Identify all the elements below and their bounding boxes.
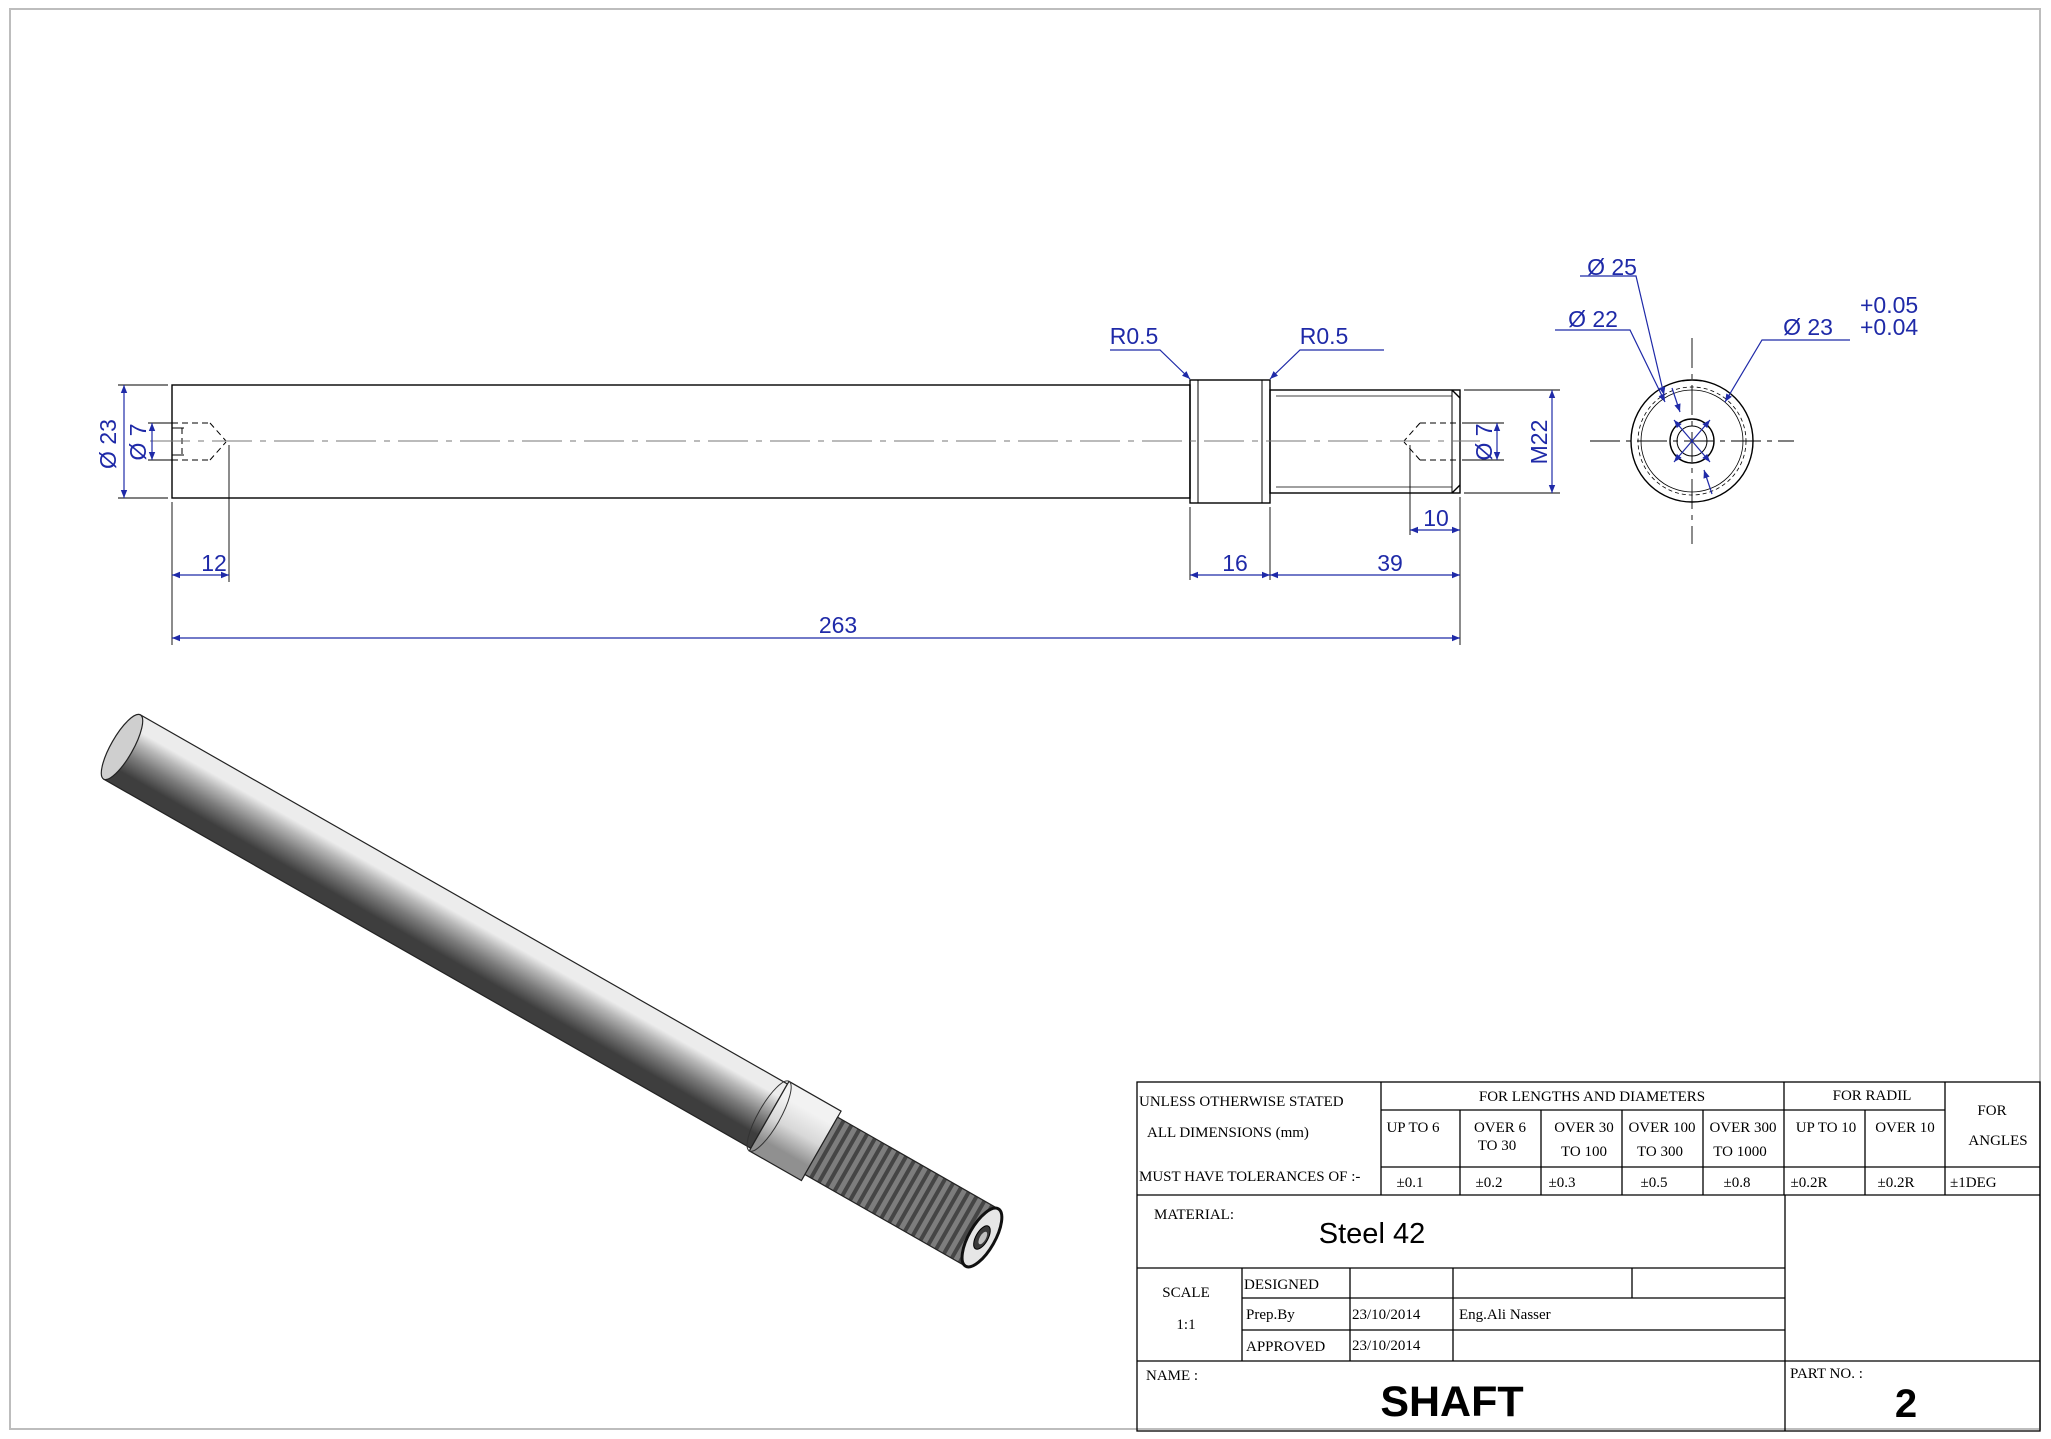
scale-value: 1:1 bbox=[1176, 1317, 1195, 1333]
radii-label-2: OVER 10 bbox=[1875, 1120, 1935, 1136]
dimension-lines bbox=[120, 349, 1556, 642]
part-label: PART NO. : bbox=[1790, 1366, 1863, 1382]
range-label-4b: TO 300 bbox=[1637, 1144, 1683, 1160]
title-block: UNLESS OTHERWISE STATED ALL DIMENSIONS (… bbox=[1136, 1081, 2041, 1432]
angles-header-2: ANGLES bbox=[1968, 1133, 2027, 1149]
part-value: 2 bbox=[1895, 1382, 1917, 1426]
sheet-border bbox=[9, 8, 2041, 1430]
approved-label: APPROVED bbox=[1246, 1339, 1325, 1355]
tolerance-note-1: UNLESS OTHERWISE STATED bbox=[1139, 1094, 1344, 1110]
dim-len-12: 12 bbox=[201, 550, 227, 576]
isometric-view bbox=[100, 713, 1004, 1269]
tolerance-note-3: MUST HAVE TOLERANCES OF :- bbox=[1139, 1169, 1360, 1185]
angles-header-1: FOR bbox=[1977, 1103, 2006, 1119]
tol-value-2: ±0.2 bbox=[1476, 1175, 1503, 1191]
dim-m22: M22 bbox=[1526, 420, 1552, 465]
shaft-collar bbox=[1189, 379, 1271, 504]
prep-date: 23/10/2014 bbox=[1352, 1307, 1421, 1323]
dim-len-39: 39 bbox=[1377, 550, 1403, 576]
prep-label: Prep.By bbox=[1246, 1307, 1295, 1323]
range-label-4a: OVER 100 bbox=[1628, 1120, 1695, 1136]
side-view bbox=[150, 379, 1480, 504]
lengths-header: FOR LENGTHS AND DIAMETERS bbox=[1479, 1089, 1705, 1105]
dim-len-10: 10 bbox=[1423, 505, 1449, 531]
approved-date: 23/10/2014 bbox=[1352, 1338, 1421, 1354]
range-label-3a: OVER 30 bbox=[1554, 1120, 1614, 1136]
name-label: NAME : bbox=[1146, 1368, 1198, 1384]
dim-dia-7-right: Ø 7 bbox=[1471, 423, 1497, 460]
range-label-2b: TO 30 bbox=[1478, 1138, 1516, 1154]
end-dim-dia-23: Ø 23 bbox=[1783, 314, 1833, 340]
tol-value-1: ±0.1 bbox=[1397, 1175, 1424, 1191]
dim-dia-23: Ø 23 bbox=[95, 419, 121, 469]
scale-label: SCALE bbox=[1162, 1285, 1210, 1301]
end-dim-dia-25: Ø 25 bbox=[1587, 254, 1637, 280]
iso-shaft-end bbox=[100, 713, 144, 781]
radii-tol-1: ±0.2R bbox=[1791, 1175, 1828, 1191]
radii-header: FOR RADIL bbox=[1833, 1088, 1912, 1104]
radii-tol-2: ±0.2R bbox=[1878, 1175, 1915, 1191]
tol-lower: +0.04 bbox=[1860, 314, 1918, 340]
name-value: SHAFT bbox=[1380, 1378, 1523, 1426]
material-value: Steel 42 bbox=[1319, 1218, 1425, 1250]
range-label-5a: OVER 300 bbox=[1709, 1120, 1776, 1136]
dim-r05-right: R0.5 bbox=[1300, 323, 1349, 349]
tol-value-4: ±0.5 bbox=[1641, 1175, 1668, 1191]
range-label-5b: TO 1000 bbox=[1713, 1144, 1766, 1160]
end-dim-dia-22: Ø 22 bbox=[1568, 306, 1618, 332]
extension-lines bbox=[118, 384, 1560, 645]
tol-upper: +0.05 bbox=[1860, 292, 1918, 318]
range-label-2a: OVER 6 bbox=[1474, 1120, 1527, 1136]
material-label: MATERIAL: bbox=[1154, 1207, 1234, 1223]
designed-label: DESIGNED bbox=[1244, 1277, 1319, 1293]
dim-dia-7-left: Ø 7 bbox=[125, 423, 151, 460]
shaft-body bbox=[171, 384, 1191, 499]
dim-r05-left: R0.5 bbox=[1110, 323, 1159, 349]
range-label-3b: TO 100 bbox=[1561, 1144, 1607, 1160]
iso-shaft-body bbox=[102, 714, 789, 1150]
tol-value-5: ±0.8 bbox=[1724, 1175, 1751, 1191]
range-label-1: UP TO 6 bbox=[1386, 1120, 1440, 1136]
radii-label-1: UP TO 10 bbox=[1796, 1120, 1857, 1136]
prep-name: Eng.Ali Nasser bbox=[1459, 1307, 1551, 1323]
dim-len-16: 16 bbox=[1222, 550, 1248, 576]
end-view: Ø 25 Ø 22 Ø 23 +0.05 +0.04 bbox=[1555, 254, 1918, 544]
tolerance-note-2: ALL DIMENSIONS (mm) bbox=[1147, 1125, 1309, 1141]
thread-section bbox=[1269, 389, 1461, 494]
dimension-texts: Ø 23 Ø 7 12 263 16 39 10 R0.5 R0.5 Ø 7 M… bbox=[95, 323, 1552, 638]
angle-tol: ±1DEG bbox=[1950, 1175, 1997, 1191]
tol-value-3: ±0.3 bbox=[1549, 1175, 1576, 1191]
dim-len-263: 263 bbox=[819, 612, 857, 638]
